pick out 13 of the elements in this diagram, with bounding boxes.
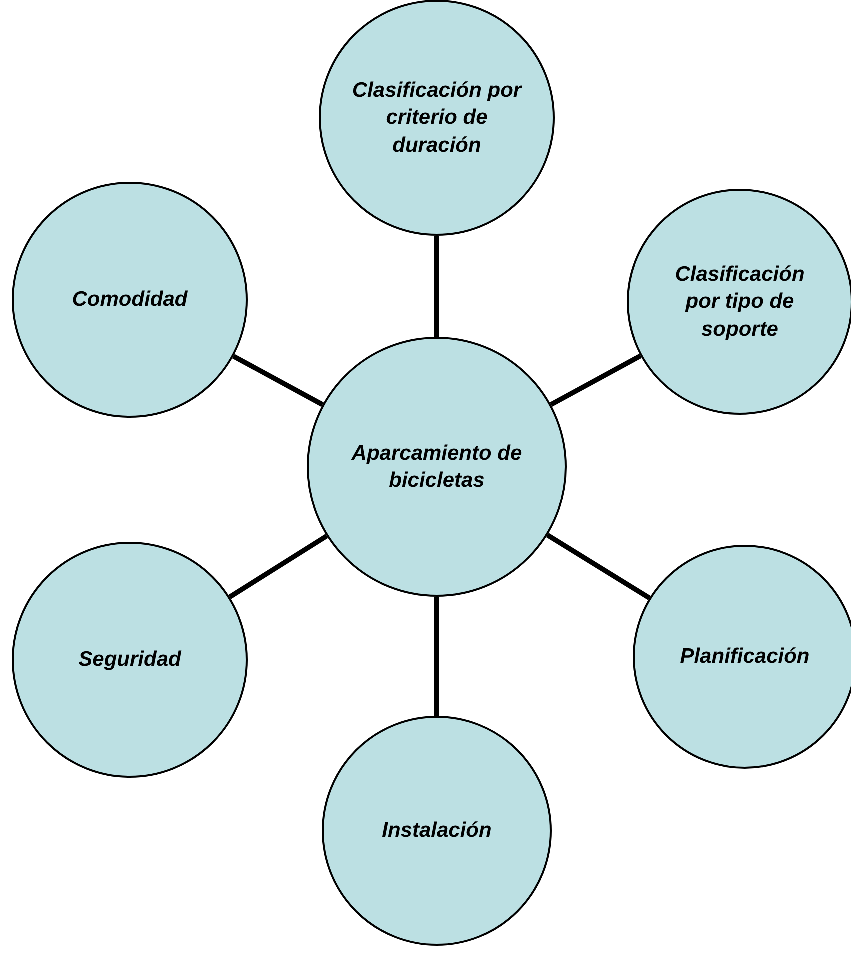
connector-line	[232, 354, 324, 408]
topic-label: Clasificación por tipo de soporte	[674, 262, 806, 343]
topic-label: Seguridad	[78, 647, 182, 674]
connector-line	[434, 597, 440, 716]
topic-label: Planificación	[680, 644, 810, 670]
connector-line	[550, 354, 642, 408]
topic-label: Comodidad	[72, 287, 188, 314]
topic-label: Instalación	[382, 818, 492, 844]
connector-line	[546, 533, 651, 600]
topic-label: Clasificación por criterio de duración	[352, 78, 522, 159]
connector-line	[434, 236, 440, 337]
connector-line	[228, 534, 328, 600]
topic-label: Aparcamiento de bicicletas	[350, 440, 524, 494]
